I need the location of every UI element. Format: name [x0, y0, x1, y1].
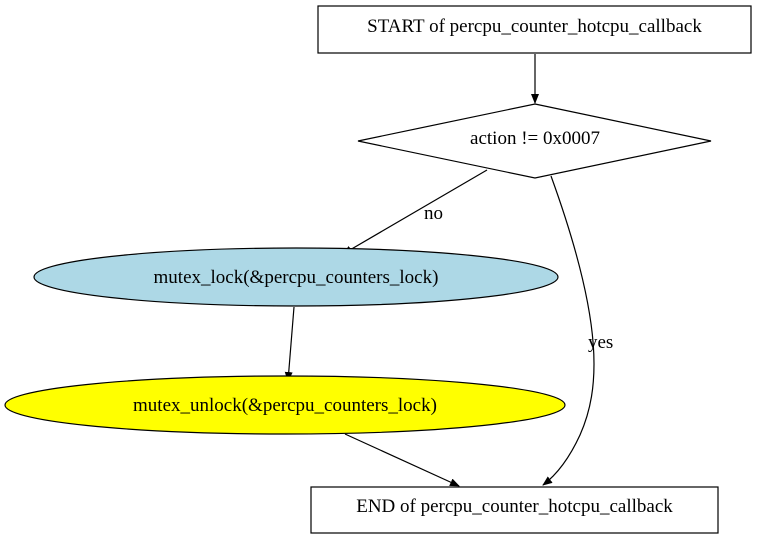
end-node-box [310, 486, 719, 534]
start-node-label: START of percpu_counter_hotcpu_callback [367, 16, 702, 37]
edge-unlock-to-end [344, 433, 460, 487]
edge-lock-to-unlock [284, 306, 295, 382]
edge-decision-yes [542, 175, 595, 486]
unlock-node-ellipse [4, 375, 566, 435]
decision-node: action != 0x0007 [357, 103, 712, 179]
decision-node-label: action != 0x0007 [470, 128, 600, 149]
start-node: START of percpu_counter_hotcpu_callback [317, 5, 752, 54]
unlock-node-label: mutex_unlock(&percpu_counters_lock) [133, 395, 437, 416]
edge-label-no: no [424, 203, 443, 224]
end-node: END of percpu_counter_hotcpu_callback [310, 486, 719, 534]
unlock-node: mutex_unlock(&percpu_counters_lock) [4, 375, 566, 435]
edge-label-yes: yes [588, 332, 613, 353]
start-node-box [317, 5, 752, 54]
decision-node-diamond [357, 103, 712, 179]
lock-node-label: mutex_lock(&percpu_counters_lock) [154, 267, 439, 288]
lock-node: mutex_lock(&percpu_counters_lock) [33, 247, 559, 307]
end-node-label: END of percpu_counter_hotcpu_callback [356, 496, 673, 517]
lock-node-ellipse [33, 247, 559, 307]
edge-decision-no [342, 169, 488, 255]
